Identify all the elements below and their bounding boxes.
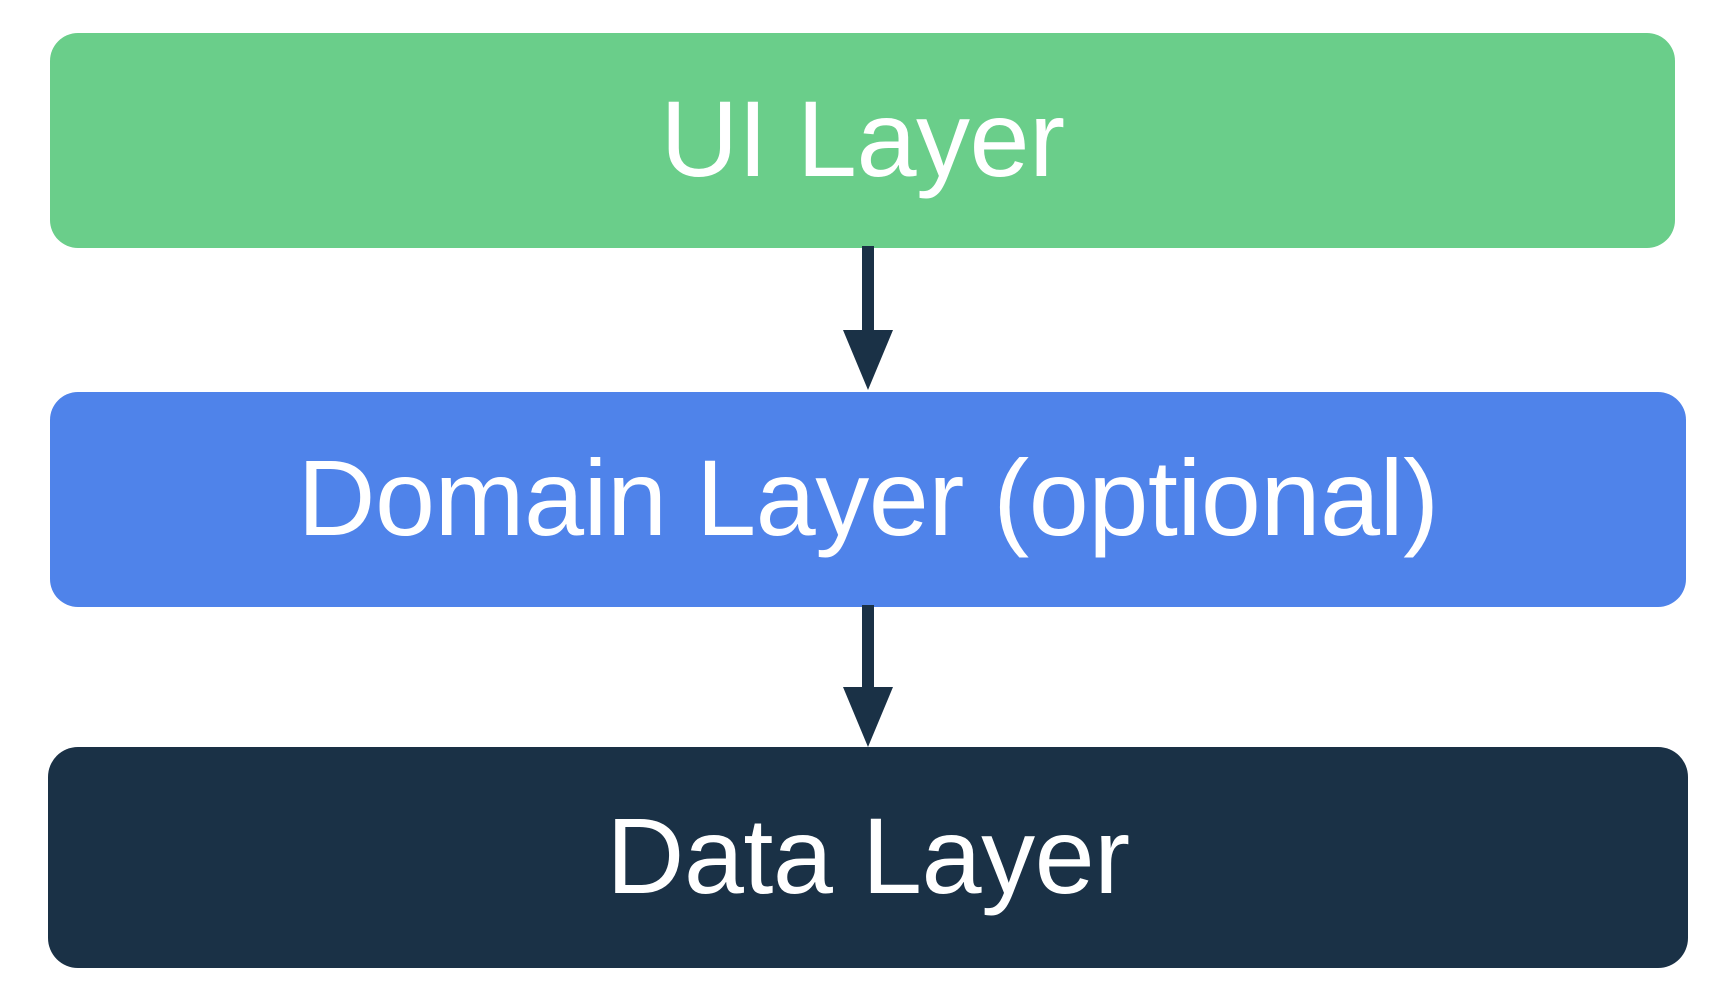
arrow-ui-to-domain-icon: [843, 246, 893, 390]
node-data-layer-label: Data Layer: [606, 794, 1130, 916]
node-data-layer[interactable]: Data Layer: [48, 747, 1688, 968]
node-domain-layer-label: Domain Layer (optional): [297, 436, 1439, 558]
node-ui-layer[interactable]: UI Layer: [50, 33, 1675, 248]
node-ui-layer-label: UI Layer: [660, 77, 1065, 199]
arrow-domain-to-data-icon: [843, 605, 893, 747]
node-domain-layer[interactable]: Domain Layer (optional): [50, 392, 1686, 607]
